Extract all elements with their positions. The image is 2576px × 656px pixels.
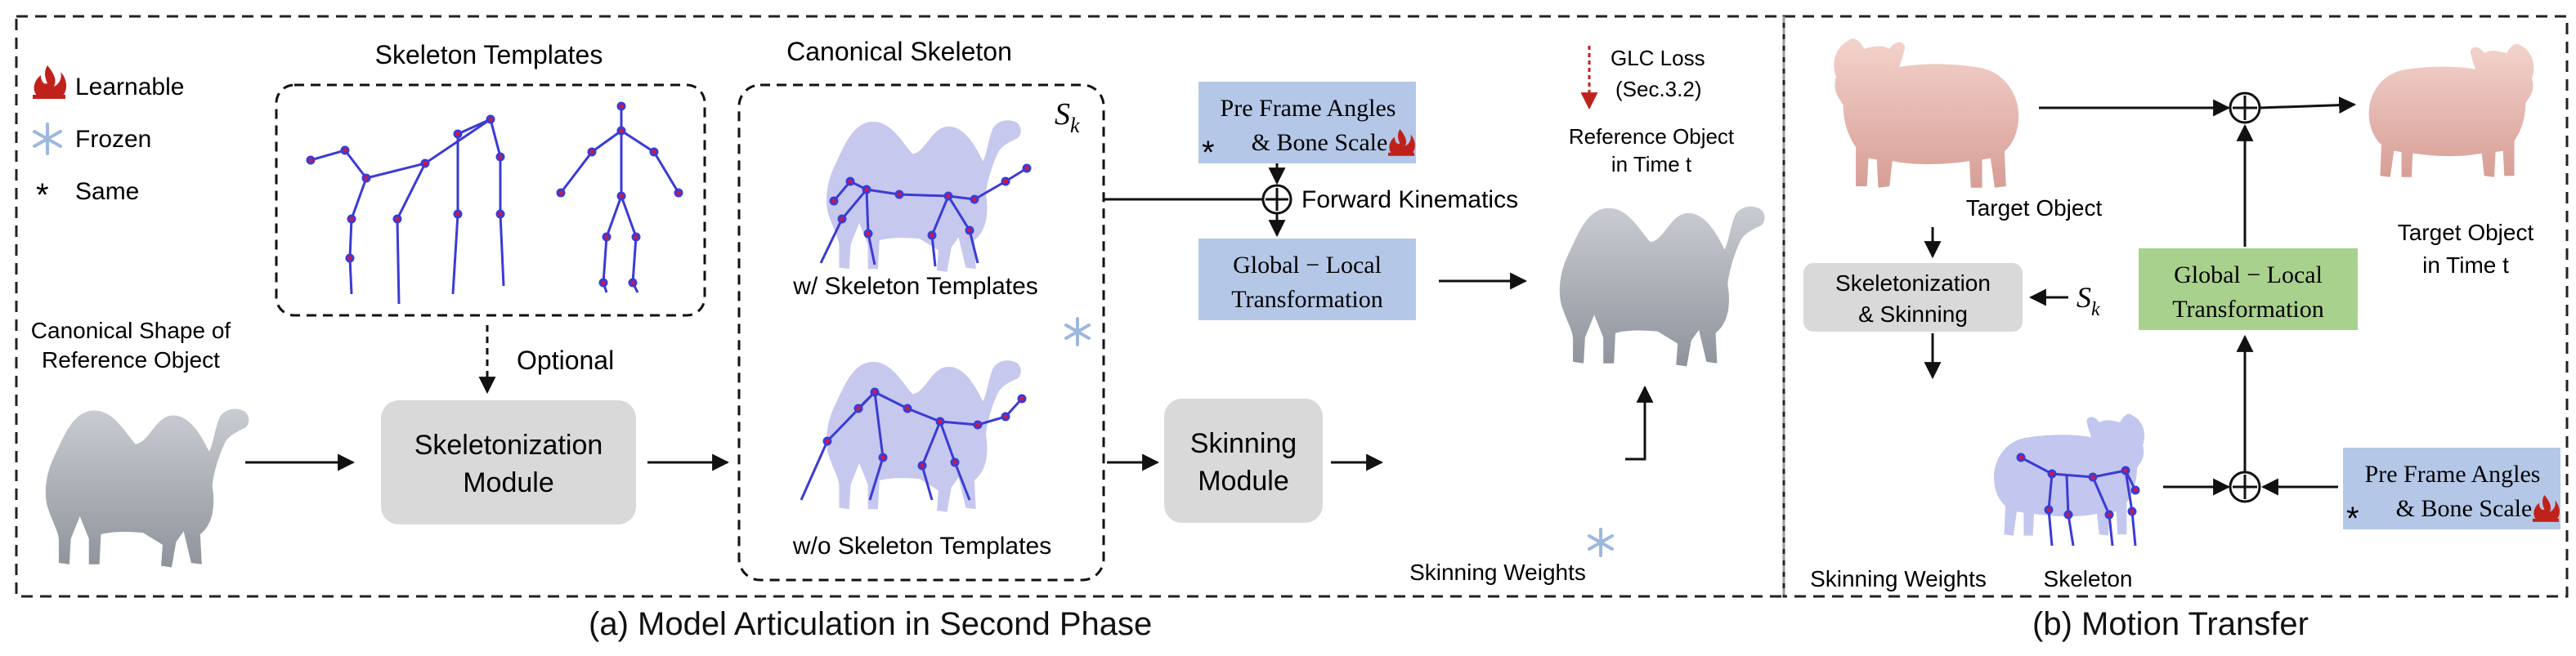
asterisk-icon: * xyxy=(1202,135,1215,171)
canonical-skeleton-title: Canonical Skeleton xyxy=(786,37,1012,66)
snowflake-icon xyxy=(1064,317,1091,346)
reference-object-line1: Reference Object xyxy=(1569,124,1735,149)
canonical-camel-mesh xyxy=(45,408,249,568)
skel-skin-line2: & Skinning xyxy=(1858,301,1968,327)
sk-symbol: Sk xyxy=(1055,97,1080,137)
legend-frozen: Frozen xyxy=(75,126,151,153)
flame-icon xyxy=(1388,129,1415,156)
pre-frame-b-line1: Pre Frame Angles xyxy=(2365,461,2541,488)
global-local-box-b xyxy=(2139,248,2358,330)
skinning-weights-camel xyxy=(1406,402,1611,561)
skeletonization-module-box xyxy=(381,400,636,524)
snowflake-icon xyxy=(33,123,62,155)
skinning-module-box xyxy=(1164,399,1323,523)
skinning-weights-label-b: Skinning Weights xyxy=(1810,566,1987,591)
output-plus-node xyxy=(2229,91,2261,124)
pre-frame-line1: Pre Frame Angles xyxy=(1221,95,1396,122)
skinning-module-line2: Module xyxy=(1198,466,1289,497)
skeleton-templates-title: Skeleton Templates xyxy=(375,40,603,69)
target-pig-photo xyxy=(1834,38,2019,188)
global-local-b-line1: Global − Local xyxy=(2174,261,2323,288)
global-local-a-line1: Global − Local xyxy=(1233,252,1382,279)
pre-frame-box-b xyxy=(2343,448,2560,529)
flame-icon xyxy=(33,65,67,99)
camel-skeleton-without-templates xyxy=(800,387,1027,501)
sk-symbol-b: Sk xyxy=(2076,281,2100,320)
without-templates-label: w/o Skeleton Templates xyxy=(792,533,1051,560)
lower-plus-node xyxy=(2229,471,2261,503)
skel-skin-box xyxy=(1803,263,2023,332)
with-templates-label: w/ Skeleton Templates xyxy=(792,273,1038,300)
caption-part-b: (b) Motion Transfer xyxy=(2032,606,2309,642)
canonical-skeleton-box xyxy=(737,83,1105,582)
skeleton-label-b: Skeleton xyxy=(2044,566,2133,591)
arrow-plus-to-output xyxy=(2259,96,2357,114)
fk-plus-node xyxy=(1261,184,1292,215)
canonical-shape-label-line2: Reference Object xyxy=(42,347,220,373)
diagram-canvas: Learnable Frozen * Same Skeleton Templat… xyxy=(15,15,2569,598)
skinning-module-line1: Skinning xyxy=(1190,428,1297,459)
pig-skeleton xyxy=(2016,453,2140,547)
snowflake-icon xyxy=(1588,528,1614,557)
camel-silhouette-without-templates xyxy=(827,360,1021,512)
quadruped-template-skeleton xyxy=(306,114,505,305)
target-object-t-line1: Target Object xyxy=(2398,220,2534,245)
target-object-label: Target Object xyxy=(1966,195,2103,221)
caption-part-a: (a) Model Articulation in Second Phase xyxy=(589,606,1153,642)
skinning-weights-label-a: Skinning Weights xyxy=(1409,560,1586,585)
arrow-weights-to-reference xyxy=(1625,385,1654,461)
legend-learnable: Learnable xyxy=(75,74,184,100)
glc-loss-line1: GLC Loss xyxy=(1611,46,1705,70)
flame-icon xyxy=(2533,495,2560,522)
optional-label: Optional xyxy=(517,346,614,375)
target-object-t-line2: in Time t xyxy=(2422,252,2509,278)
skeletonization-module-line1: Skeletonization xyxy=(414,430,603,461)
global-local-a-line2: Transformation xyxy=(1231,286,1383,313)
output-pig-time-t xyxy=(2368,43,2534,177)
forward-kinematics-label: Forward Kinematics xyxy=(1301,186,1518,213)
asterisk-icon: * xyxy=(2346,501,2359,537)
reference-camel-time-t xyxy=(1559,206,1765,367)
global-local-box-a xyxy=(1198,239,1416,320)
asterisk-icon: * xyxy=(36,177,49,213)
skel-skin-line1: Skeletonization xyxy=(1835,270,1991,296)
skinning-weights-pig xyxy=(1816,415,1957,529)
canonical-shape-label-line1: Canonical Shape of xyxy=(31,318,231,343)
pre-frame-line2: & Bone Scale xyxy=(1252,129,1388,156)
pre-frame-box xyxy=(1198,82,1416,163)
part-a-frame xyxy=(15,15,1785,598)
skeleton-templates-box xyxy=(275,83,706,317)
reference-object-line2: in Time t xyxy=(1611,152,1692,176)
global-local-b-line2: Transformation xyxy=(2172,296,2324,323)
glc-loss-line2: (Sec.3.2) xyxy=(1615,77,1702,101)
legend-same: Same xyxy=(75,178,139,205)
skeletonization-module-line2: Module xyxy=(463,467,554,498)
pre-frame-b-line2: & Bone Scale xyxy=(2396,495,2533,522)
humanoid-template-skeleton xyxy=(556,101,683,293)
camel-skeleton-with-templates xyxy=(819,163,1032,267)
